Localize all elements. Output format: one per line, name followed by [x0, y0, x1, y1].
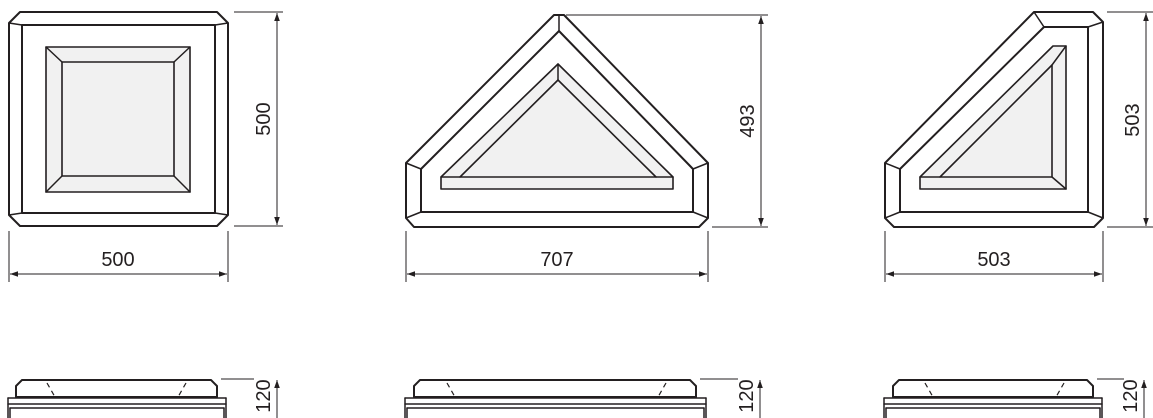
square-height-label: 500	[253, 102, 275, 135]
corner-profile-height-label: 120	[1120, 379, 1142, 412]
corner-side-profile	[883, 379, 1103, 418]
square-height-dimension: 500	[234, 11, 283, 227]
corner-height-label: 503	[1122, 103, 1144, 136]
corner-height-dimension: 503	[1107, 11, 1153, 228]
square-profile-cap	[15, 379, 218, 398]
square-profile-hidden-line-left	[46, 382, 56, 398]
square-panel-plan	[8, 11, 229, 227]
square-bevel-lines	[8, 22, 229, 216]
triangle-profile-height-label: 120	[736, 379, 758, 412]
corner-panel-plan	[884, 11, 1104, 228]
triangle-width-label: 707	[540, 249, 573, 271]
corner-profile-cap	[892, 379, 1094, 398]
triangle-bevel-lines	[405, 14, 709, 219]
triangle-profile-hidden-line-left	[446, 382, 456, 398]
triangle-center-field	[459, 79, 657, 178]
triangle-height-label: 493	[737, 104, 759, 137]
square-width-dimension: 500	[8, 231, 229, 282]
triangle-height-dimension: 493	[566, 14, 768, 228]
triangle-profile-cap	[413, 379, 697, 398]
triangle-side-profile	[404, 379, 707, 418]
triangle-profile-hidden-line-right	[657, 382, 667, 398]
square-profile-hidden-line-right	[177, 382, 187, 398]
corner-profile-hidden-line-right	[1055, 382, 1065, 398]
triangle-profile-height-dimension: 120	[700, 378, 763, 418]
corner-profile-height-dimension: 120	[1097, 378, 1147, 418]
square-profile-height-dimension: 120	[221, 378, 280, 418]
square-profile-height-label: 120	[253, 379, 275, 412]
triangle-panel-plan	[405, 14, 709, 228]
square-center-field	[61, 61, 175, 177]
corner-width-dimension: 503	[884, 231, 1104, 282]
triangle-width-dimension: 707	[405, 231, 709, 282]
corner-bevel-lines	[884, 11, 1104, 219]
corner-width-label: 503	[977, 249, 1010, 271]
square-width-label: 500	[101, 249, 134, 271]
square-side-profile	[7, 379, 227, 418]
corner-profile-hidden-line-left	[924, 382, 934, 398]
corner-center-field	[939, 64, 1053, 178]
